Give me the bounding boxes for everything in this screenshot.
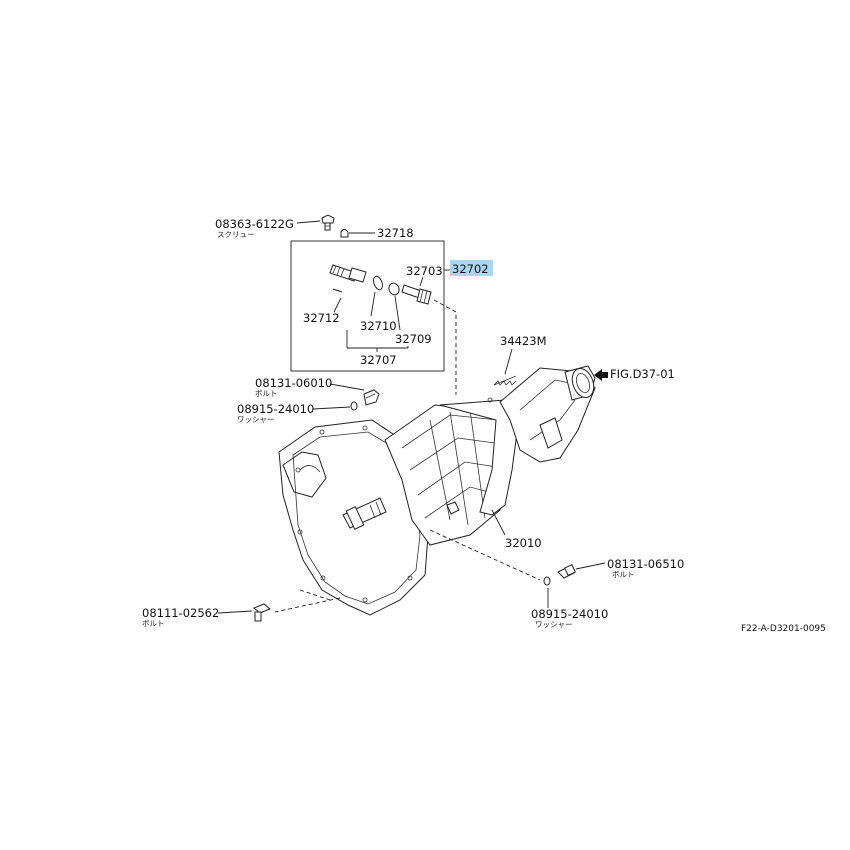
- part-number-32718: 32718: [377, 226, 414, 240]
- washer1-part-number: 08915-24010: [237, 402, 314, 416]
- figure-code: F22-A-D3201-0095: [741, 624, 826, 634]
- part-number-32712: 32712: [303, 311, 340, 325]
- guide-line-flange: [299, 589, 331, 601]
- bolt-08131-06510[interactable]: [557, 564, 576, 579]
- o-ring-32710[interactable]: [372, 275, 384, 291]
- reference-arrow-icon: [594, 369, 608, 381]
- bolt2-part-number: 08131-06510: [607, 557, 684, 571]
- screw-part[interactable]: [321, 214, 335, 231]
- clip-32718[interactable]: [340, 229, 349, 238]
- part-number-34423m: 34423M: [500, 334, 547, 348]
- driven-gear-32703[interactable]: [401, 284, 432, 305]
- part-number-32710: 32710: [360, 319, 397, 333]
- washer2-part-number: 08915-24010: [531, 607, 608, 621]
- washer-08915-24010-lower[interactable]: [543, 576, 551, 586]
- part-number-32703: 32703: [406, 264, 443, 278]
- highlight-32702: [450, 260, 493, 276]
- seal-32709[interactable]: [387, 282, 401, 297]
- washer2-label: ワッシャー: [535, 620, 573, 629]
- bolt3-label: ボルト: [142, 619, 165, 628]
- guide-line-lower-right: [429, 529, 541, 581]
- figure-reference[interactable]: FIG.D37-01: [610, 367, 675, 381]
- speedometer-sleeve[interactable]: [329, 264, 367, 283]
- spring-34423m[interactable]: [493, 375, 517, 386]
- assembly-guide-line: [433, 299, 457, 395]
- bolt-08131-06010[interactable]: [363, 389, 380, 406]
- bolt-08111-02562[interactable]: [253, 603, 271, 622]
- screw-label: スクリュー: [217, 230, 255, 239]
- transmission-case-32010[interactable]: [278, 365, 598, 616]
- part-number-32702[interactable]: 32702: [452, 262, 489, 276]
- washer1-label: ワッシャー: [237, 415, 275, 424]
- part-number-32707: 32707: [360, 353, 397, 367]
- bolt2-label: ボルト: [612, 570, 635, 579]
- speedometer-assembly-bracket: [290, 240, 445, 372]
- bolt1-part-number: 08131-06010: [255, 376, 332, 390]
- part-number-32709: 32709: [395, 332, 432, 346]
- part-number-32010: 32010: [505, 536, 542, 550]
- pin-32712[interactable]: [332, 288, 343, 293]
- bolt1-label: ボルト: [255, 389, 278, 398]
- washer-08915-24010[interactable]: [350, 401, 358, 411]
- bolt3-part-number: 08111-02562: [142, 606, 219, 620]
- guide-line-lower-left: [274, 597, 341, 613]
- screw-part-number: 08363-6122G: [215, 217, 294, 231]
